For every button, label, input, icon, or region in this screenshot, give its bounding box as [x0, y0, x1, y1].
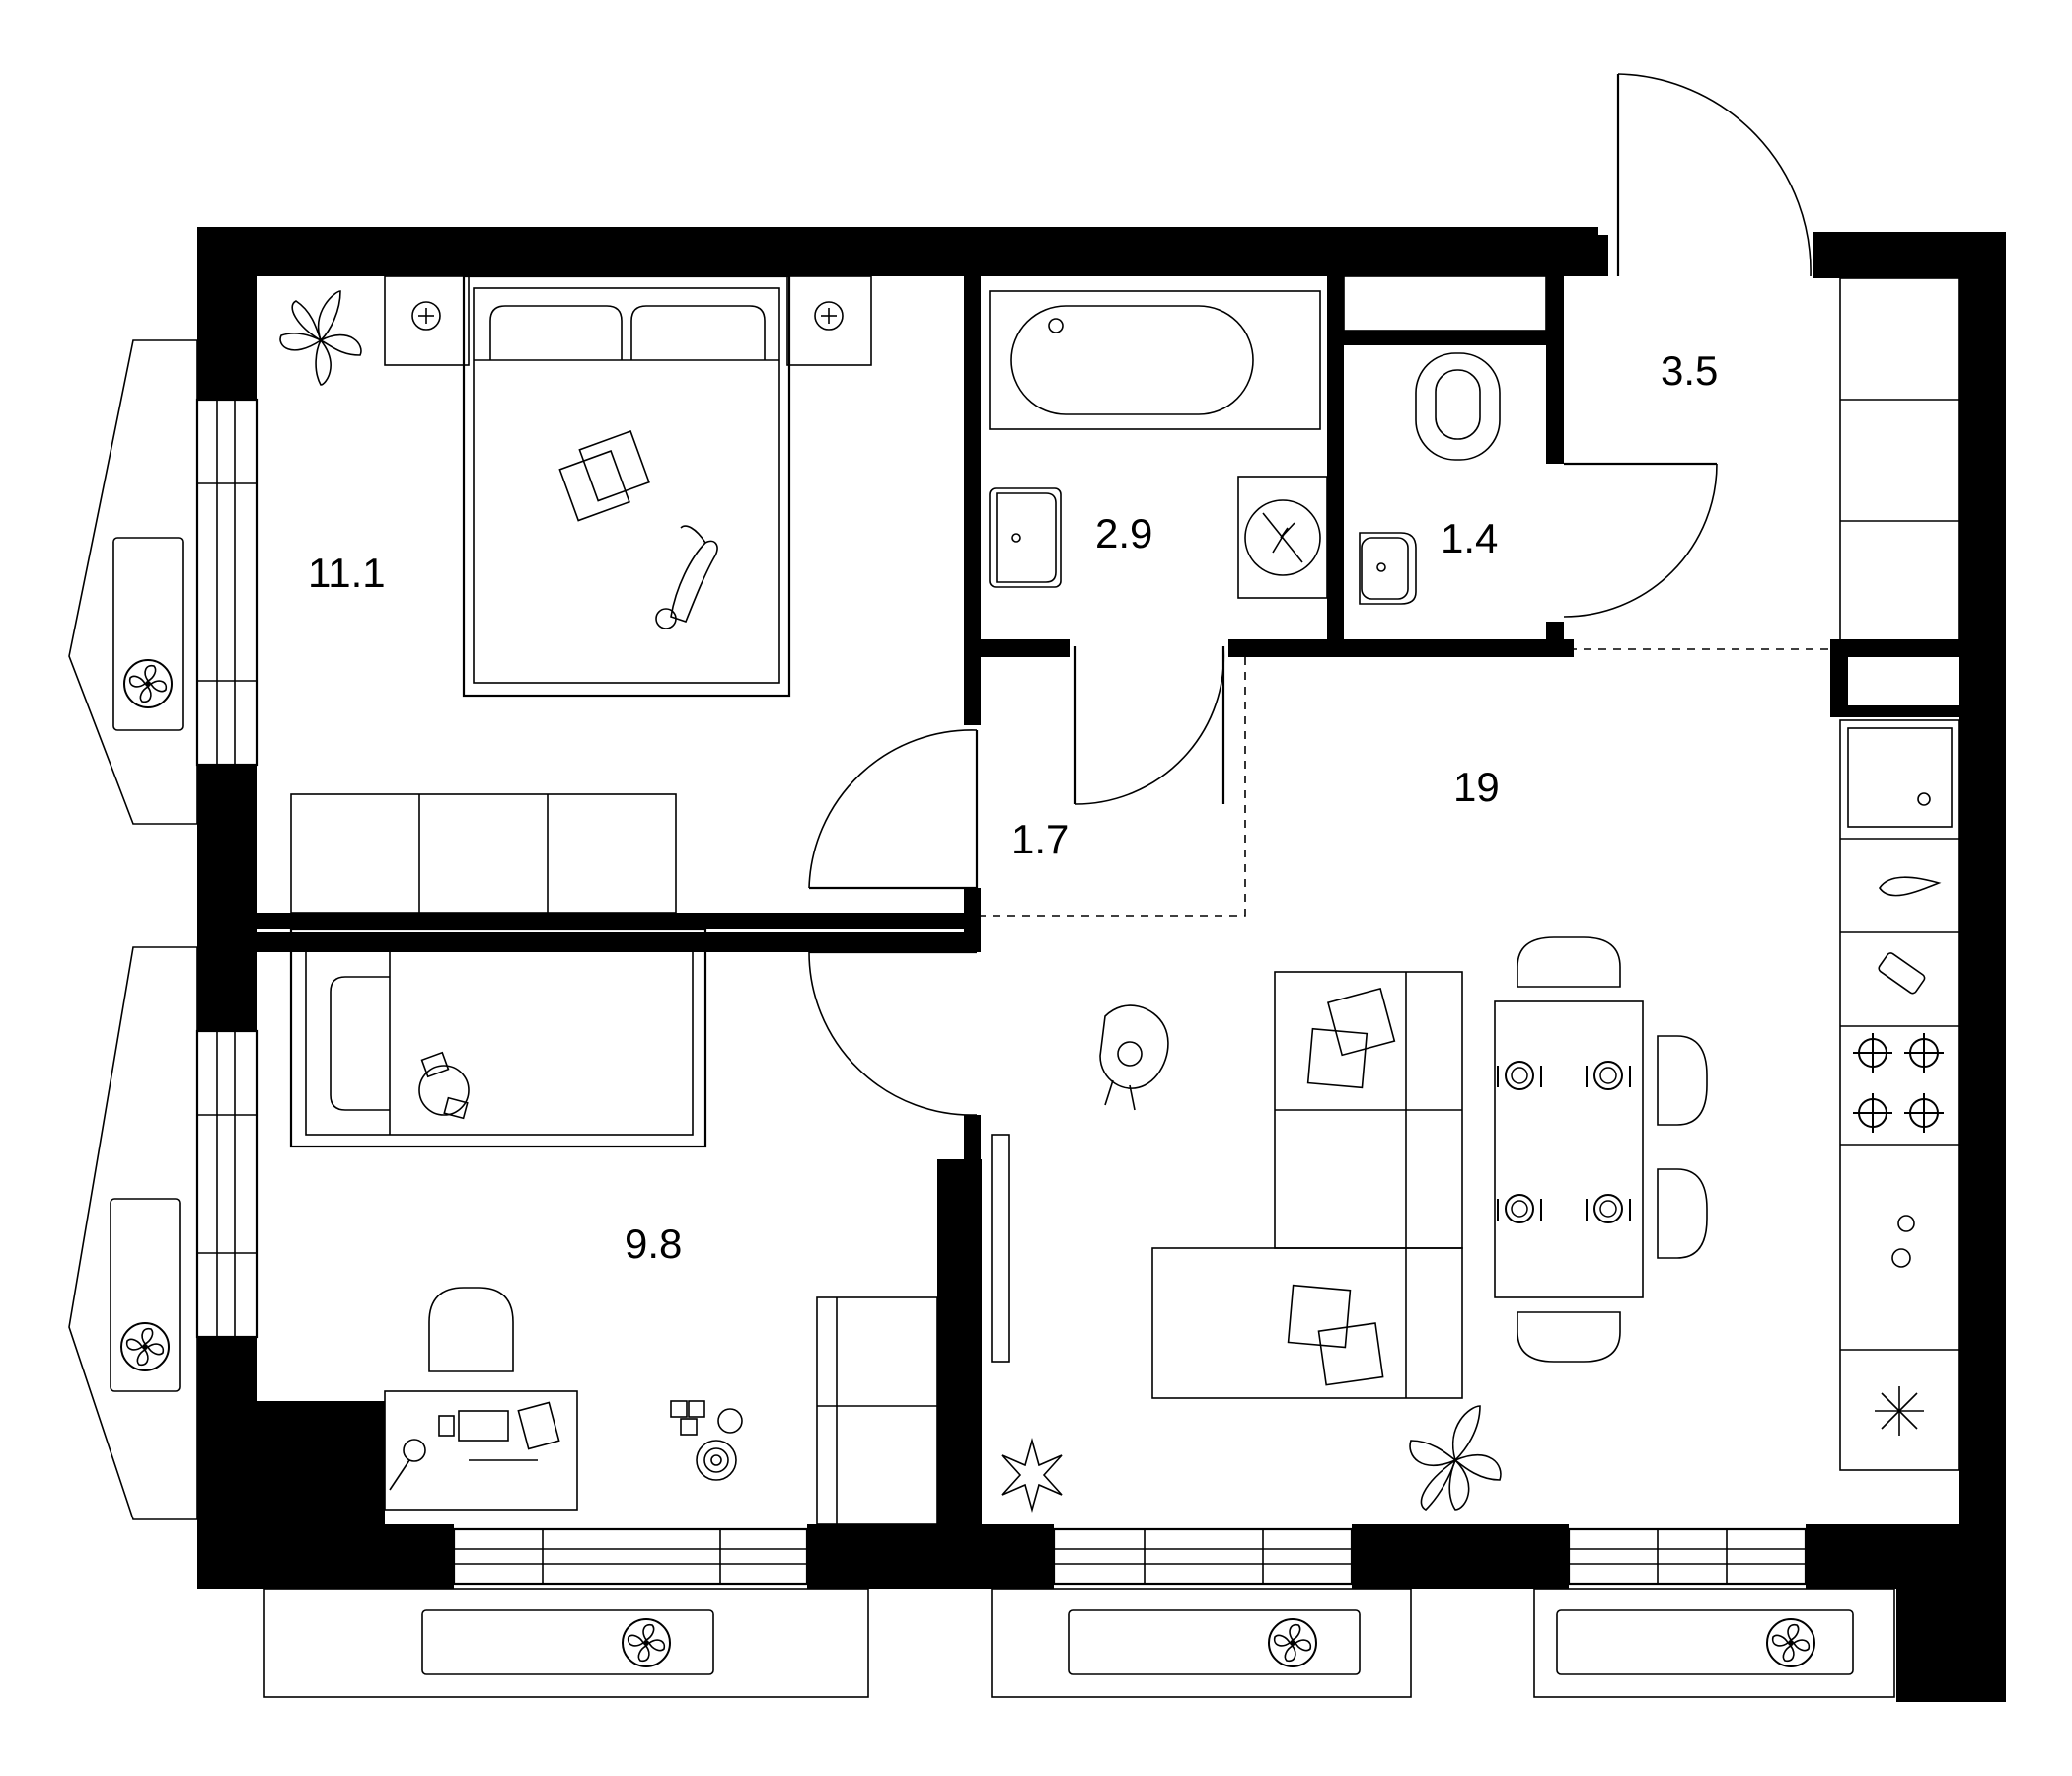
room-area-bathroom: 2.9 — [1095, 510, 1152, 556]
room-labels: 11.1 2.9 1.4 3.5 1.7 19 9.8 — [308, 347, 1718, 1267]
sofa — [1151, 971, 1463, 1399]
bathroom-fixtures — [989, 290, 1328, 599]
plant-icon — [1409, 1405, 1502, 1511]
snowflake-icon — [1875, 1386, 1924, 1436]
room-area-kids-room: 9.8 — [625, 1221, 682, 1267]
wc-fixtures — [1343, 275, 1547, 605]
kitchen-units — [1839, 277, 1960, 1471]
balconies — [68, 339, 1895, 1698]
room-area-entrance-hall: 3.5 — [1661, 347, 1718, 394]
bedroom-furniture — [290, 274, 872, 914]
kids-furniture — [289, 927, 938, 1525]
plant-icon — [1001, 1438, 1063, 1513]
room-area-corridor: 1.7 — [1011, 816, 1069, 862]
doors — [808, 73, 1830, 1116]
room-area-bedroom: 11.1 — [308, 550, 386, 596]
dining-table — [1494, 936, 1708, 1363]
walls — [197, 227, 2006, 1702]
tv-unit — [991, 1134, 1010, 1363]
dog-icon — [1099, 1004, 1169, 1111]
boiler-icon — [1237, 476, 1328, 599]
cat-icon — [655, 525, 718, 629]
room-area-wc: 1.4 — [1441, 515, 1498, 561]
room-area-kitchen-living: 19 — [1453, 764, 1500, 810]
windows — [195, 398, 1808, 1586]
plant-icon — [279, 290, 362, 386]
